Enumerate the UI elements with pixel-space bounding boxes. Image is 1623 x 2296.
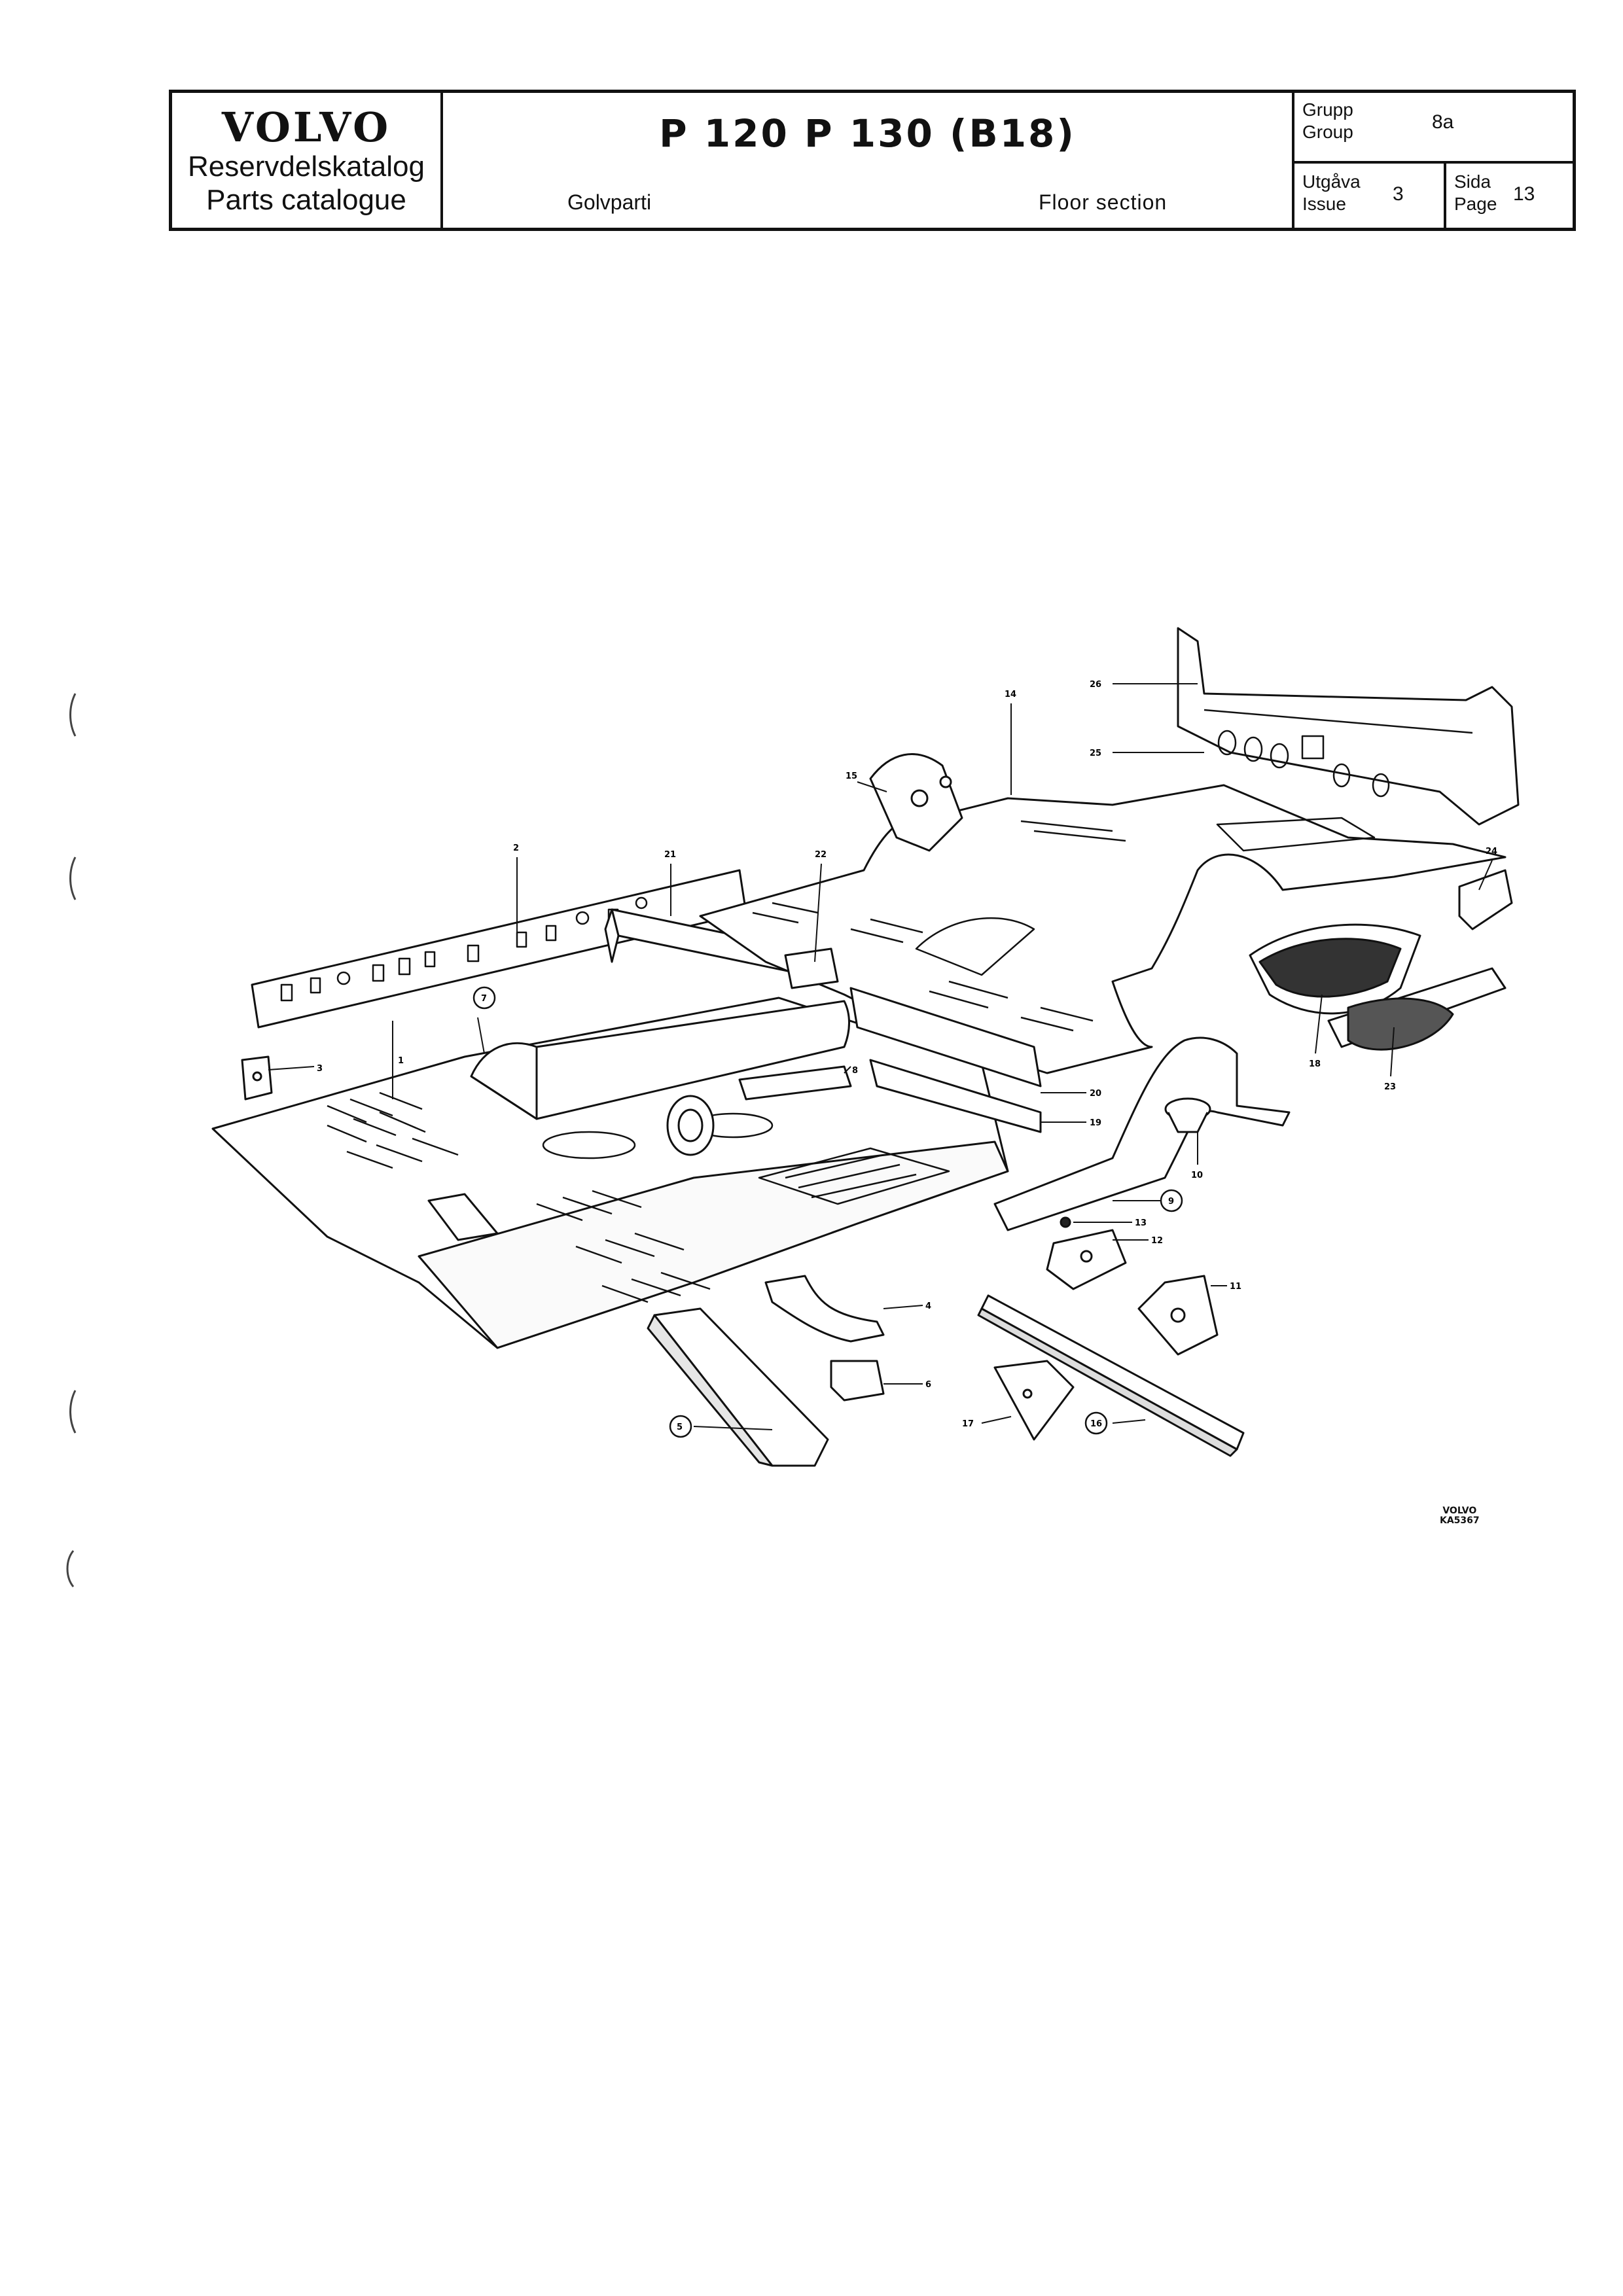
meta-cell: Grupp Group 8a Utgåva Issue 3 Sida Page … <box>1294 93 1573 228</box>
callout-9: 9 <box>1168 1197 1174 1207</box>
group-label-en: Group <box>1302 122 1353 142</box>
reference-brand: VOLVO <box>1442 1506 1477 1516</box>
part-10-grommet <box>1164 1097 1211 1133</box>
brand-cell: VOLVO Reservdelskatalog Parts catalogue <box>172 93 443 228</box>
callout-12: 12 <box>1151 1236 1163 1246</box>
callout-14: 14 <box>1005 690 1016 699</box>
callout-20: 20 <box>1090 1089 1101 1099</box>
issue-label-en: Issue <box>1302 194 1346 214</box>
callout-23: 23 <box>1384 1082 1396 1092</box>
callout-25: 25 <box>1090 749 1101 758</box>
callout-8: 8 <box>852 1066 858 1076</box>
part-5-left-member <box>427 1193 499 1241</box>
part-25-26-rear-panel <box>1177 627 1520 826</box>
page-label-sv: Sida <box>1454 171 1491 192</box>
group-cell: Grupp Group 8a <box>1294 93 1573 164</box>
part-18-spare-wheel-well <box>1249 923 1421 1015</box>
part-15-bracket <box>869 753 963 852</box>
part-24-bracket <box>1458 869 1513 930</box>
callout-2: 2 <box>513 843 519 853</box>
callout-6: 6 <box>925 1380 931 1390</box>
callout-24: 24 <box>1486 847 1497 857</box>
part-13-nut <box>1060 1216 1071 1228</box>
title-cell: P 120 P 130 (B18) Golvparti Floor sectio… <box>443 93 1294 228</box>
callout-11: 11 <box>1230 1282 1241 1292</box>
catalog-title-en: Parts catalogue <box>206 183 406 216</box>
part-19-plate <box>869 1059 1042 1133</box>
part-3-clip <box>241 1055 273 1101</box>
part-23-support <box>1327 967 1507 1051</box>
callout-1: 1 <box>398 1056 404 1066</box>
catalog-title-sv: Reservdelskatalog <box>188 150 425 183</box>
drawing-reference-code: VOLVO KA5367 <box>1440 1506 1480 1526</box>
callout-19: 19 <box>1090 1118 1101 1128</box>
callout-13: 13 <box>1135 1218 1147 1228</box>
part-20-plate <box>849 987 1042 1087</box>
part-6-bracket <box>830 1360 885 1402</box>
callout-labels: 1 2 3 4 5 6 7 8 9 10 11 12 13 14 15 16 1… <box>317 680 1497 1432</box>
circled-callouts <box>473 986 1183 1438</box>
callout-18: 18 <box>1309 1059 1321 1069</box>
part-22-bracket <box>784 947 839 989</box>
part-5-longitudinal <box>647 1307 829 1467</box>
part-16-sill-strip <box>977 1294 1245 1457</box>
part-2-side-sill <box>251 869 747 1029</box>
issue-label-sv: Utgåva <box>1302 171 1361 192</box>
part-11-bracket <box>1137 1275 1219 1356</box>
callout-17: 17 <box>962 1419 974 1429</box>
part-7-tunnel <box>470 1000 850 1156</box>
part-4-crossmember <box>764 1275 885 1343</box>
callout-7: 7 <box>481 994 487 1004</box>
part-8-plate <box>738 1065 852 1101</box>
callout-26: 26 <box>1090 680 1101 690</box>
reference-number: KA5367 <box>1440 1515 1480 1526</box>
callout-10: 10 <box>1191 1171 1203 1180</box>
callout-4: 4 <box>925 1301 931 1311</box>
page-edge-marks <box>66 693 77 1587</box>
part-17-gusset <box>993 1360 1075 1441</box>
group-value: 8a <box>1432 111 1454 133</box>
callout-16: 16 <box>1090 1419 1102 1429</box>
model-title: P 120 P 130 (B18) <box>659 111 1076 156</box>
group-label-sv: Grupp <box>1302 99 1353 120</box>
issue-value: 3 <box>1393 183 1404 205</box>
callout-21: 21 <box>664 850 676 860</box>
part-12-bracket <box>1046 1229 1127 1290</box>
title-block: VOLVO Reservdelskatalog Parts catalogue … <box>169 90 1576 231</box>
page-cell: Sida Page 13 <box>1446 164 1573 228</box>
callout-3: 3 <box>317 1064 323 1074</box>
issue-page-row: Utgåva Issue 3 Sida Page 13 <box>1294 164 1573 228</box>
leader-lines <box>268 683 1493 1430</box>
page-label-en: Page <box>1454 194 1497 214</box>
section-name-en: Floor section <box>1039 190 1168 214</box>
page-value: 13 <box>1513 183 1535 205</box>
volvo-logo: VOLVO <box>221 103 391 151</box>
section-name-sv: Golvparti <box>567 190 652 214</box>
callout-22: 22 <box>815 850 827 860</box>
issue-cell: Utgåva Issue 3 <box>1294 164 1446 228</box>
callout-15: 15 <box>846 771 857 781</box>
callout-5: 5 <box>677 1422 683 1432</box>
